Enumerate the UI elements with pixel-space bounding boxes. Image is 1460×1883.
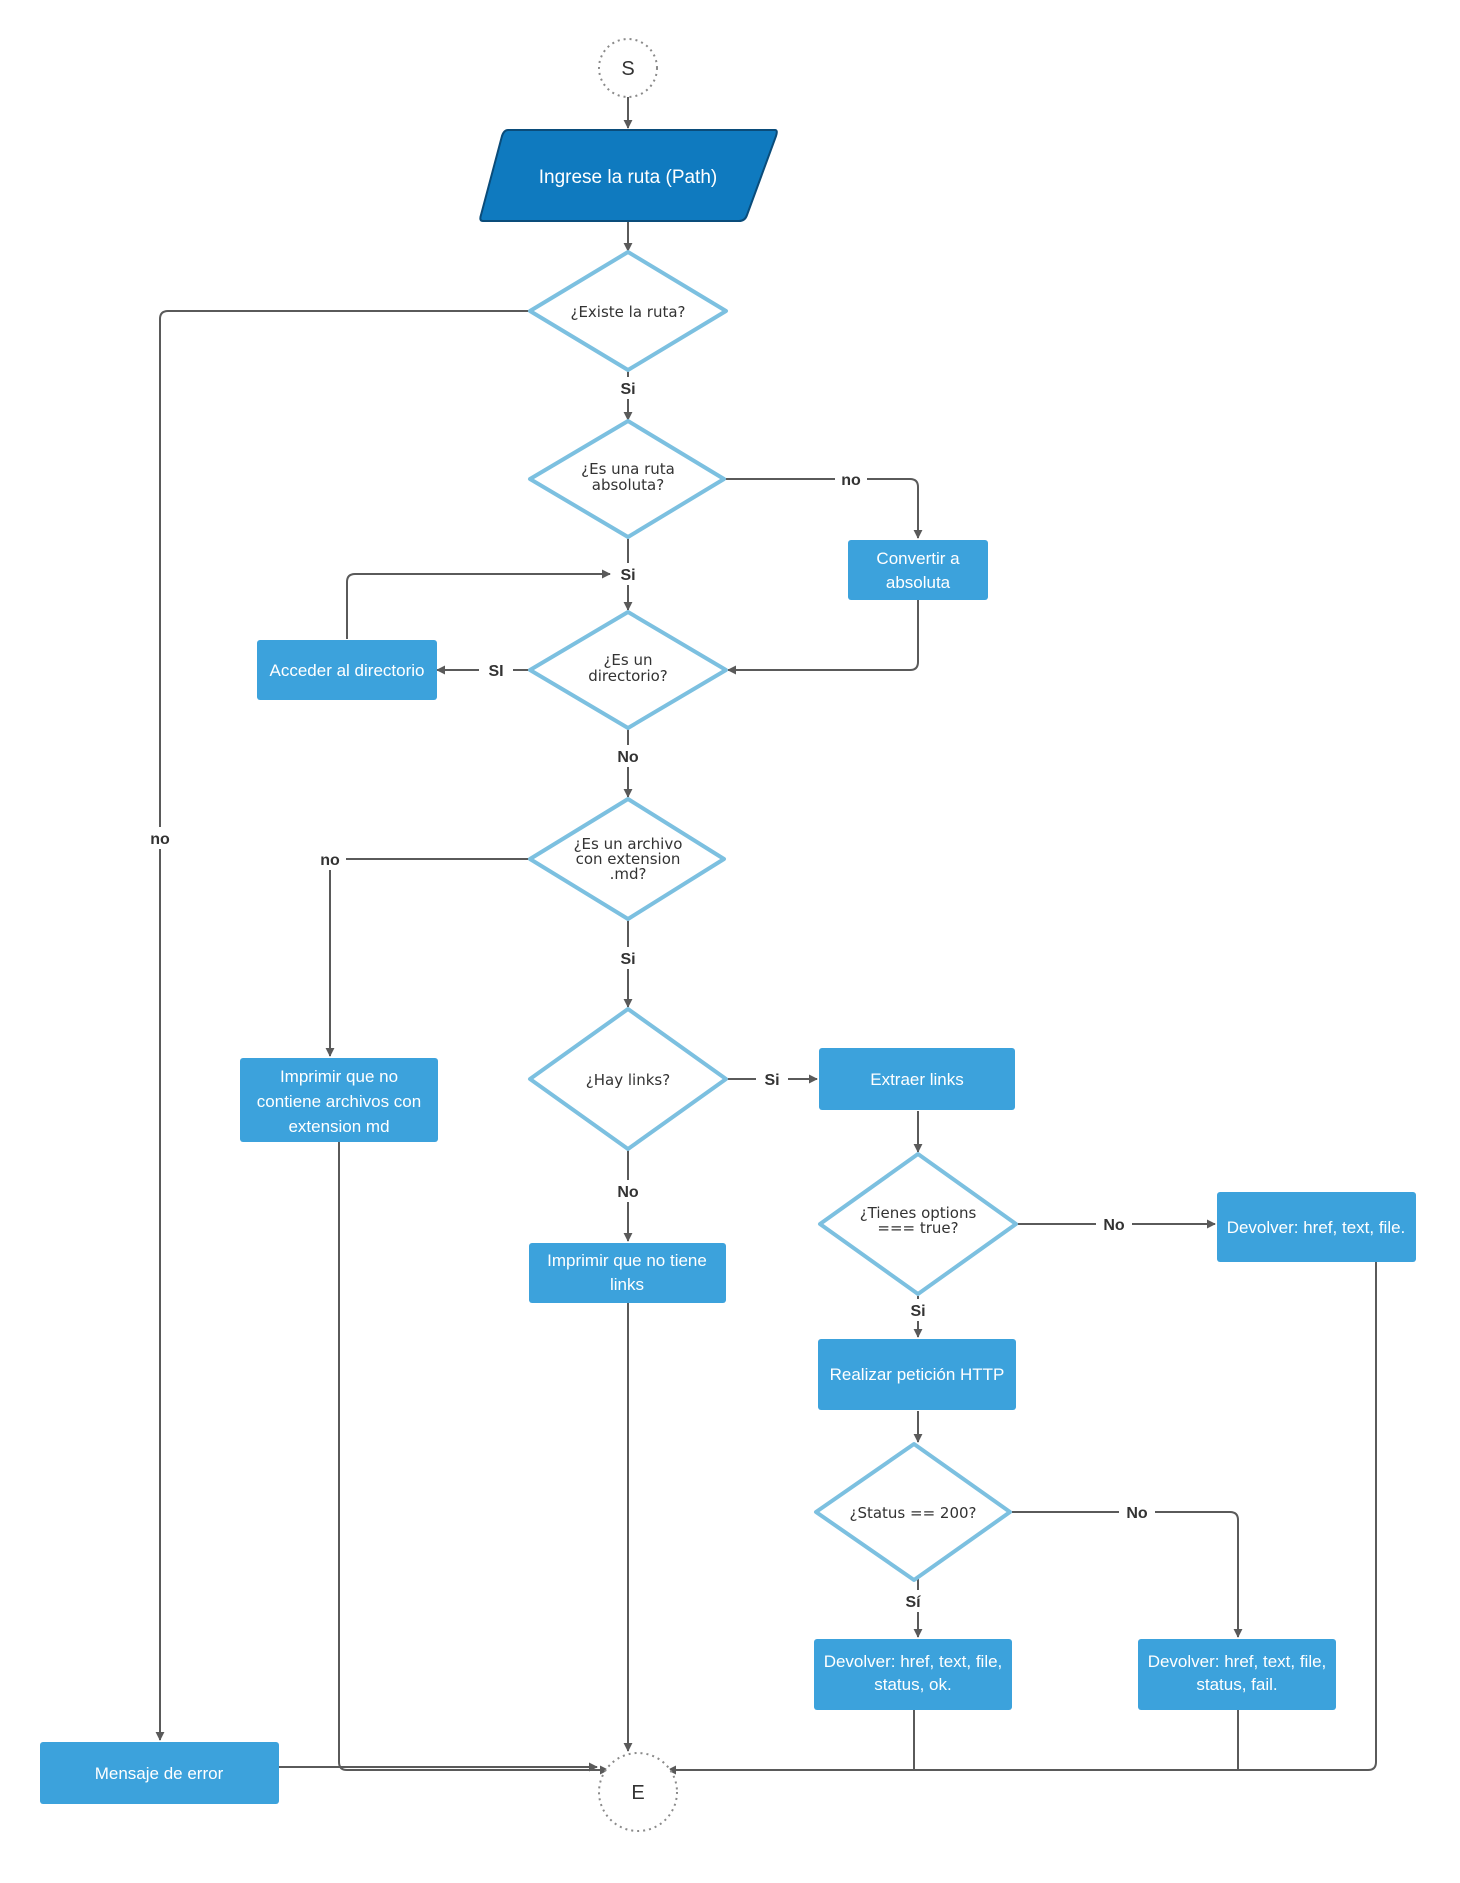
edge-labels: Si no no Si SI No no Si Si No No Si No S… — [144, 377, 1155, 1612]
label-status-no: No — [1126, 1505, 1148, 1522]
node-has-links-label: ¿Hay links? — [586, 1071, 670, 1089]
node-extract-links-label: Extraer links — [870, 1070, 964, 1089]
node-start: S — [598, 38, 658, 98]
node-extract-links: Extraer links — [819, 1048, 1015, 1110]
node-access-directory: Acceder al directorio — [257, 640, 437, 700]
label-exists-yes: Si — [620, 381, 635, 398]
node-return-ok: Devolver: href, text, file,status, ok. — [814, 1639, 1012, 1710]
label-status-yes: Sí — [905, 1594, 921, 1611]
label-directory-no: No — [617, 749, 639, 766]
node-status-200: ¿Status == 200? — [814, 1442, 1012, 1582]
label-absolute-yes: Si — [620, 567, 635, 584]
edge-convert-to-directory — [727, 600, 919, 675]
node-error-message: Mensaje de error — [40, 1742, 279, 1804]
label-md-yes: Si — [620, 951, 635, 968]
edge-md-no — [325, 858, 530, 1057]
node-return-fail: Devolver: href, text, file,status, fail. — [1138, 1639, 1336, 1710]
node-return-basic: Devolver: href, text, file. — [1217, 1192, 1416, 1262]
node-options-true: ¿Tienes options=== true? — [818, 1152, 1018, 1296]
edge-no-md-to-end — [338, 1142, 609, 1775]
edge-access-directory-loop — [346, 569, 611, 639]
label-links-no: No — [617, 1184, 639, 1201]
label-md-no: no — [320, 852, 340, 869]
label-exists-no: no — [150, 831, 170, 848]
node-end: E — [598, 1752, 678, 1832]
node-http-request-label: Realizar petición HTTP — [830, 1365, 1005, 1384]
node-options-true-label: ¿Tienes options=== true? — [860, 1204, 977, 1237]
connectors — [155, 97, 1377, 1775]
edge-status-no — [1012, 1511, 1243, 1638]
node-has-links: ¿Hay links? — [528, 1007, 728, 1151]
node-return-fail-label: Devolver: href, text, file,status, fail. — [1148, 1652, 1327, 1694]
edge-absolute-no — [724, 478, 923, 539]
node-input-path-label: Ingrese la ruta (Path) — [539, 167, 717, 188]
edge-exists-no — [155, 310, 530, 1741]
node-start-label: S — [621, 58, 634, 80]
node-return-basic-label: Devolver: href, text, file. — [1227, 1218, 1406, 1237]
node-end-label: E — [631, 1782, 644, 1804]
node-exists-label: ¿Existe la ruta? — [570, 303, 685, 321]
node-http-request: Realizar petición HTTP — [818, 1339, 1016, 1410]
node-input-path: Ingrese la ruta (Path) — [479, 129, 778, 222]
node-exists: ¿Existe la ruta? — [528, 250, 728, 372]
label-options-no: No — [1103, 1217, 1125, 1234]
label-absolute-no: no — [841, 472, 861, 489]
label-directory-yes: SI — [488, 663, 503, 680]
edge-return-basic-to-end — [667, 1262, 1377, 1775]
node-error-message-label: Mensaje de error — [95, 1764, 224, 1783]
label-options-yes: Si — [910, 1303, 925, 1320]
node-return-ok-label: Devolver: href, text, file,status, ok. — [824, 1652, 1003, 1694]
node-status-200-label: ¿Status == 200? — [849, 1504, 976, 1522]
node-access-directory-label: Acceder al directorio — [270, 661, 425, 680]
label-links-yes: Si — [764, 1072, 779, 1089]
